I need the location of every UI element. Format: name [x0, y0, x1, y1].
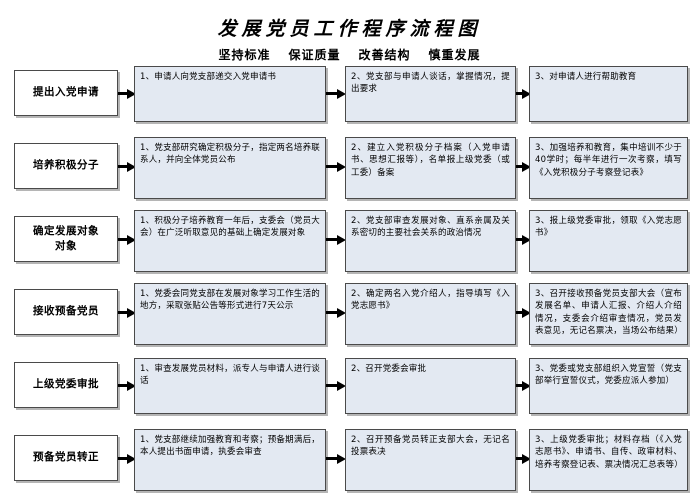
- step-text: 1、党委会同党支部在发展对象学习工作生活的地方，采取张贴公告等形式进行7天公示: [140, 289, 320, 312]
- flow-row: 确定发展对象 对象 1、积极分子培养教育一年后，支委会（党员大会）在广泛听取意见…: [0, 208, 699, 281]
- step-text: 3、报上级党委审批，领取《入党志愿书》: [535, 216, 682, 239]
- stage-box: 提出入党申请: [14, 70, 118, 116]
- arrow-stage-to-step1: [118, 307, 136, 318]
- step-box: 3、党委或党支部组织入党宣誓（党支部举行宣誓仪式，党委应派人参加）: [529, 358, 688, 414]
- step-text: 1、积极分子培养教育一年后，支委会（党员大会）在广泛听取意见的基础上确定发展对象: [140, 216, 320, 239]
- step-box: 1、积极分子培养教育一年后，支委会（党员大会）在广泛听取意见的基础上确定发展对象: [134, 210, 326, 272]
- step-box: 3、对申请人进行帮助教育: [529, 66, 688, 122]
- step-text: 1、党支部研究确定积极分子，指定两名培养联系人，并向全体党员公布: [140, 143, 320, 166]
- arrow-step1-to-step2: [326, 88, 346, 99]
- step-text: 2、召开党委会审批: [351, 364, 427, 374]
- title-block: 发展党员工作程序流程图 坚持标准 保证质量 改善结构 慎重发展: [0, 18, 699, 63]
- stage-label: 培养积极分子: [33, 159, 99, 172]
- step-box: 2、党支部审查发展对象、直系亲属及关系密切的主要社会关系的政治情况: [345, 210, 516, 272]
- step-box: 1、申请人向党支部递交入党申请书: [134, 66, 326, 122]
- stage-label: 提出入党申请: [33, 86, 99, 99]
- flow-row: 接收预备党员 1、党委会同党支部在发展对象学习工作生活的地方，采取张贴公告等形式…: [0, 281, 699, 354]
- page-title: 发展党员工作程序流程图: [217, 18, 482, 40]
- step-box: 2、党支部与申请人谈话，掌握情况，提出要求: [345, 66, 516, 122]
- arrow-stage-to-step1: [118, 88, 136, 99]
- step-box: 1、审查发展党员材料，派专人与申请人进行谈话: [134, 358, 326, 414]
- step-text: 1、党支部继续加强教育和考察；预备期满后，本人提出书面申请，执委会审查: [140, 435, 320, 458]
- flow-row: 上级党委审批 1、审查发展党员材料，派专人与申请人进行谈话 2、召开党委会审批 …: [0, 354, 699, 427]
- stage-label: 确定发展对象 对象: [33, 224, 99, 252]
- step-box: 3、上级党委审批；材料存档（《入党志愿书》、申请书、自传、政审材料、培养考察登记…: [529, 429, 688, 491]
- step-box: 1、党支部继续加强教育和考察；预备期满后，本人提出书面申请，执委会审查: [134, 429, 326, 491]
- stage-label: 预备党员转正: [33, 451, 99, 464]
- step-text: 2、党支部审查发展对象、直系亲属及关系密切的主要社会关系的政治情况: [351, 216, 510, 239]
- arrow-step2-to-step3: [516, 380, 531, 391]
- step-text: 2、召开预备党员转正支部大会，无记名投票表决: [351, 435, 510, 458]
- step-text: 3、召开接收预备党员支部大会（宣布发展名单、申请人汇报、介绍人介绍情况，支委会介…: [535, 289, 683, 336]
- step-text: 2、党支部与申请人谈话，掌握情况，提出要求: [351, 72, 510, 95]
- subtitle-part-2: 保证质量: [288, 47, 341, 62]
- step-text: 3、对申请人进行帮助教育: [535, 72, 637, 82]
- stage-box: 培养积极分子: [14, 143, 118, 189]
- subtitle-part-1: 坚持标准: [218, 47, 271, 62]
- subtitle-part-3: 改善结构: [358, 47, 411, 62]
- subtitle-part-4: 慎重发展: [428, 47, 481, 62]
- stage-box: 上级党委审批: [14, 362, 118, 408]
- step-text: 2、建立入党积极分子档案（入党申请书、思想汇报等），名单报上级党委（或工委）备案: [351, 143, 510, 178]
- step-text: 3、上级党委审批；材料存档（《入党志愿书》、申请书、自传、政审材料、培养考察登记…: [535, 435, 683, 470]
- step-box: 1、党委会同党支部在发展对象学习工作生活的地方，采取张贴公告等形式进行7天公示: [134, 283, 326, 345]
- stage-box: 接收预备党员: [14, 289, 118, 335]
- arrow-step1-to-step2: [326, 161, 346, 172]
- step-box: 2、召开预备党员转正支部大会，无记名投票表决: [345, 429, 516, 491]
- step-box: 3、召开接收预备党员支部大会（宣布发展名单、申请人汇报、介绍人介绍情况，支委会介…: [529, 283, 688, 345]
- arrow-step2-to-step3: [516, 307, 531, 318]
- stage-label: 上级党委审批: [33, 378, 99, 391]
- step-box: 3、报上级党委审批，领取《入党志愿书》: [529, 210, 688, 272]
- stage-box: 确定发展对象 对象: [14, 216, 118, 262]
- step-text: 1、申请人向党支部递交入党申请书: [140, 72, 277, 82]
- arrow-step2-to-step3: [516, 161, 531, 172]
- step-box: 3、加强培养和教育，集中培训不少于40学时；每半年进行一次考察，填写《入党积极分…: [529, 137, 688, 199]
- arrow-step1-to-step2: [326, 453, 346, 464]
- step-box: 2、确定两名入党介绍人，指导填写《入党志愿书》: [345, 283, 516, 345]
- flow-row: 培养积极分子 1、党支部研究确定积极分子，指定两名培养联系人，并向全体党员公布 …: [0, 135, 699, 208]
- flow-grid: 提出入党申请 1、申请人向党支部递交入党申请书 2、党支部与申请人谈话，掌握情况…: [0, 62, 699, 500]
- flow-row: 提出入党申请 1、申请人向党支部递交入党申请书 2、党支部与申请人谈话，掌握情况…: [0, 62, 699, 135]
- arrow-step1-to-step2: [326, 380, 346, 391]
- stage-box: 预备党员转正: [14, 435, 118, 481]
- arrow-stage-to-step1: [118, 161, 136, 172]
- step-box: 1、党支部研究确定积极分子，指定两名培养联系人，并向全体党员公布: [134, 137, 326, 199]
- step-text: 1、审查发展党员材料，派专人与申请人进行谈话: [140, 364, 320, 387]
- arrow-step1-to-step2: [326, 234, 346, 245]
- step-box: 2、建立入党积极分子档案（入党申请书、思想汇报等），名单报上级党委（或工委）备案: [345, 137, 516, 199]
- arrow-step2-to-step3: [516, 234, 531, 245]
- arrow-stage-to-step1: [118, 453, 136, 464]
- arrow-step2-to-step3: [516, 453, 531, 464]
- stage-label: 接收预备党员: [33, 305, 99, 318]
- step-box: 2、召开党委会审批: [345, 358, 516, 414]
- flow-row: 预备党员转正 1、党支部继续加强教育和考察；预备期满后，本人提出书面申请，执委会…: [0, 427, 699, 500]
- arrow-stage-to-step1: [118, 380, 136, 391]
- arrow-step2-to-step3: [516, 88, 531, 99]
- step-text: 2、确定两名入党介绍人，指导填写《入党志愿书》: [351, 289, 510, 312]
- arrow-stage-to-step1: [118, 234, 136, 245]
- page-subtitle: 坚持标准 保证质量 改善结构 慎重发展: [0, 46, 699, 63]
- step-text: 3、加强培养和教育，集中培训不少于40学时；每半年进行一次考察，填写《入党积极分…: [535, 143, 682, 178]
- step-text: 3、党委或党支部组织入党宣誓（党支部举行宣誓仪式，党委应派人参加）: [535, 364, 682, 387]
- arrow-step1-to-step2: [326, 307, 346, 318]
